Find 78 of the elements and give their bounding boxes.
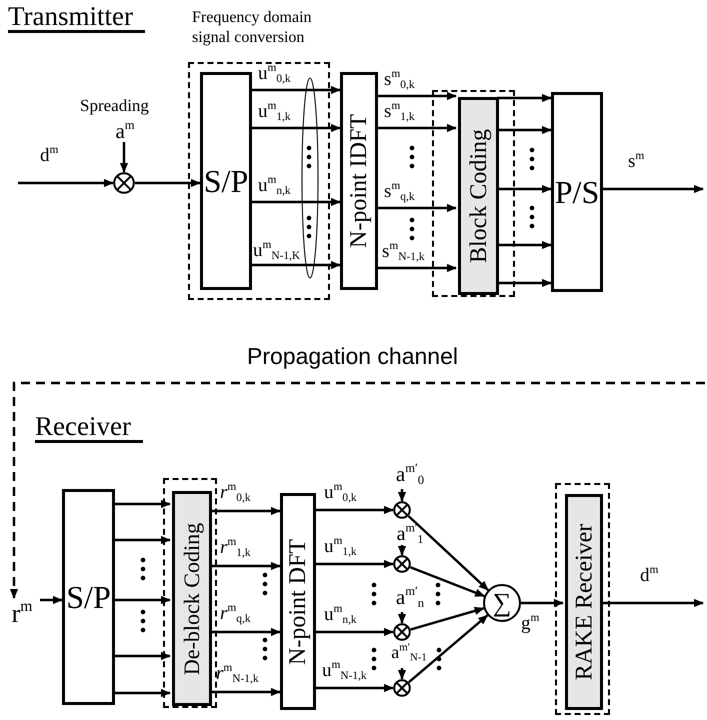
dashed-group-box	[555, 483, 610, 715]
arrow	[252, 198, 341, 206]
arrow	[135, 178, 201, 188]
block-label: N-point IDFT	[347, 114, 371, 248]
arrow	[603, 184, 704, 194]
block-label: RAKE Receiver	[572, 524, 596, 680]
shaded-process-box	[565, 494, 603, 710]
shaded-process-box	[458, 97, 499, 295]
dashed-arrow	[10, 382, 705, 599]
arrow	[316, 628, 394, 636]
multiplier-symbol	[393, 623, 411, 641]
arrow	[210, 562, 281, 570]
arrow	[378, 204, 457, 212]
arrow	[115, 596, 171, 604]
dashed-group-box	[163, 478, 217, 708]
block-label: De-block Coding	[181, 522, 203, 675]
arrow	[210, 688, 281, 696]
arrow	[316, 560, 394, 568]
arrow	[378, 124, 457, 132]
block-label: S/P	[204, 165, 248, 197]
edge-label: d$^{m}$	[40, 146, 58, 165]
arrow	[398, 489, 406, 502]
arrow	[252, 260, 341, 270]
multiplier-symbol	[393, 555, 411, 573]
arrow	[497, 278, 552, 288]
arrow	[398, 545, 406, 556]
arrow	[115, 688, 171, 698]
node-caption: Spreading	[80, 96, 149, 116]
arrow	[210, 506, 281, 516]
arrow	[398, 668, 406, 680]
section-heading: Transmitter	[8, 2, 146, 34]
block-label: N-point DFT	[286, 538, 310, 664]
arrow	[410, 606, 485, 631]
group-heading: Frequency domain signal conversion	[192, 8, 313, 48]
arrow	[316, 506, 394, 514]
arrow	[521, 598, 564, 608]
process-box	[62, 489, 115, 705]
signal-label: a$^{m}$	[110, 118, 140, 142]
arrow	[316, 684, 394, 692]
arrow	[252, 124, 341, 132]
edge-label: s$^{m}$	[628, 152, 644, 171]
section-heading: Receiver	[35, 412, 143, 444]
edge-label: g$^{m}$	[521, 614, 540, 633]
block-label: S/P	[66, 581, 111, 613]
arrow	[210, 628, 281, 636]
block-label: P/S	[554, 176, 600, 208]
arrow	[497, 240, 552, 250]
sigma-symbol: ∑	[492, 590, 512, 616]
arrow	[497, 126, 552, 134]
arrow	[115, 500, 171, 508]
arrow	[408, 515, 489, 591]
edge-label: d$^{m}$	[640, 566, 658, 585]
arrow	[378, 264, 457, 272]
multiplier-symbol	[393, 501, 411, 519]
multiplier-symbol	[113, 172, 135, 194]
arrow	[601, 598, 704, 608]
arrow	[120, 142, 128, 173]
arrow	[252, 86, 341, 94]
arrow	[18, 178, 114, 188]
process-box	[551, 92, 603, 292]
arrow	[40, 596, 63, 604]
arrow	[378, 92, 457, 100]
summation-circle	[483, 584, 521, 622]
shaded-process-box	[172, 491, 212, 706]
arrow	[115, 652, 171, 660]
arrow	[115, 536, 171, 544]
arrow	[497, 184, 552, 194]
arrow	[497, 94, 552, 102]
signal-label: r$^{m}$	[4, 598, 40, 630]
arrow	[410, 566, 486, 598]
arrow	[408, 614, 488, 684]
block-label: Block Coding	[466, 129, 490, 263]
process-box	[340, 72, 378, 290]
process-box	[200, 72, 252, 290]
arrow	[398, 612, 406, 624]
multiplier-symbol	[393, 679, 411, 697]
process-box	[280, 493, 316, 710]
dashed-group-box	[432, 90, 515, 297]
